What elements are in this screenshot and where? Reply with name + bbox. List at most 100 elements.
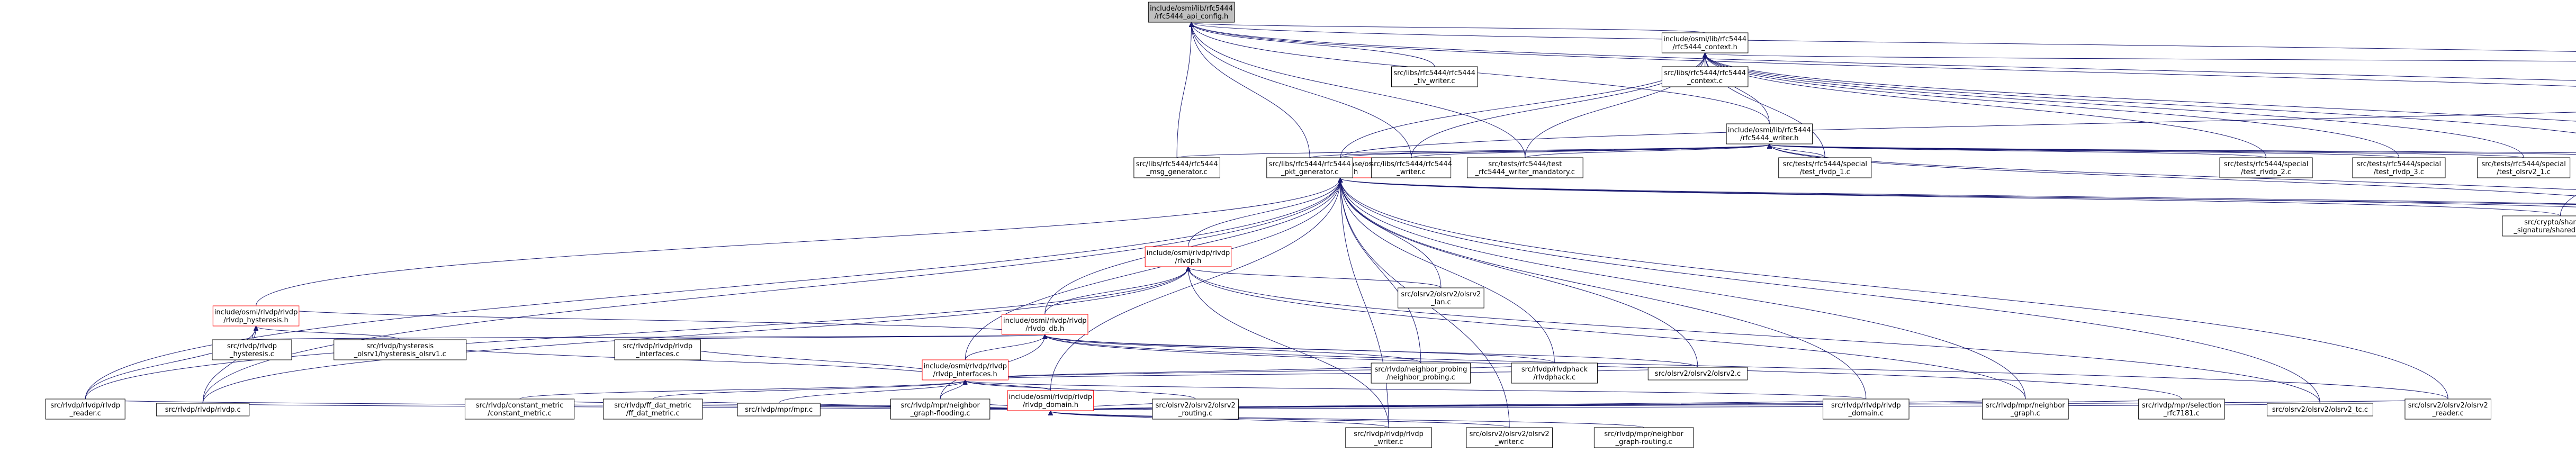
node-label: src/libs/rfc5444/rfc5444 — [1393, 69, 1475, 77]
node-box — [602, 398, 703, 420]
node-label: _reader.c — [69, 410, 101, 418]
node-box — [1152, 398, 1239, 420]
dependency-edge — [1192, 23, 1435, 67]
node-rlvdphack-c[interactable]: src/rlvdp/rlvdphack/rlvdphack.c — [1511, 363, 1598, 384]
node-label: src/libs/rfc5444/rfc5444 — [1370, 160, 1452, 168]
dependency-edge — [965, 363, 1421, 380]
node-label: include/osmi/rlvdp/rlvdp — [1147, 249, 1230, 257]
node-box — [1466, 157, 1583, 178]
node-olsrv2-writer-c[interactable]: src/olsrv2/olsrv2/olsrv2_writer.c — [1466, 427, 1553, 448]
node-label: _tlv_writer.c — [1413, 77, 1455, 85]
node-special-olsrv2-1-c[interactable]: src/tests/rfc5444/special/test_olsrv2_1.… — [2477, 157, 2571, 178]
node-special-rlvdp-1-c[interactable]: src/tests/rfc5444/special/test_rlvdp_1.c — [1778, 157, 1872, 178]
node-special-rlvdp-3-c[interactable]: src/tests/rfc5444/special/test_rlvdp_3.c — [2352, 157, 2446, 178]
node-olsrv2-lan-c[interactable]: src/olsrv2/olsrv2/olsrv2_lan.c — [1398, 287, 1484, 309]
node-label: include/osmi/rlvdp/rlvdp — [1009, 393, 1093, 401]
node-selection-rfc7181-c[interactable]: src/rlvdp/mpr/selection_rfc7181.c — [2138, 398, 2225, 420]
node-box — [2502, 215, 2576, 237]
node-label: src/olsrv2/olsrv2/olsrv2 — [1470, 430, 1550, 438]
node-writer-mandatory-c[interactable]: src/tests/rfc5444/test_rfc5444_writer_ma… — [1466, 157, 1583, 178]
dependency-edge — [85, 267, 1188, 400]
node-box — [1148, 2, 1235, 23]
dependency-edge — [1187, 178, 1340, 247]
node-olsrv2-tc-c[interactable]: src/olsrv2/olsrv2/olsrv2_tc.c — [2266, 403, 2373, 416]
node-label: src/tests/rfc5444/special — [2224, 160, 2308, 168]
dependency-edge — [1050, 178, 1340, 391]
node-rlvdp-hysteresis-h[interactable]: include/osmi/rlvdp/rlvdp/rlvdp_hysteresi… — [212, 305, 300, 327]
dependency-edge — [1705, 53, 2576, 62]
node-label: src/rlvdp/rlvdp/rlvdp — [1354, 430, 1424, 438]
dependency-edge — [1050, 411, 1644, 428]
node-label: src/libs/rfc5444/rfc5444 — [1664, 69, 1746, 77]
node-olsrv2-routing-c[interactable]: src/olsrv2/olsrv2/olsrv2_routing.c — [1152, 398, 1239, 420]
node-rlvdp-interfaces-h[interactable]: include/osmi/rlvdp/rlvdp/rlvdp_interface… — [922, 359, 1008, 380]
node-box — [1823, 398, 1910, 420]
node-rlvdp-writer-c[interactable]: src/rlvdp/rlvdp/rlvdp_writer.c — [1345, 427, 1432, 448]
dependency-edge — [1050, 398, 2448, 411]
node-neighbor-graph-routing-c[interactable]: src/rlvdp/mpr/neighbor_graph-routing.c — [1593, 427, 1694, 448]
node-label: _interfaces.c — [635, 350, 680, 358]
node-label: src/olsrv2/olsrv2/olsrv2 — [1401, 291, 1481, 298]
node-context-h[interactable]: include/osmi/lib/rfc5444/rfc5444_context… — [1661, 32, 1749, 53]
node-ff-dat-metric-c[interactable]: src/rlvdp/ff_dat_metric/ff_dat_metric.c — [602, 398, 703, 420]
node-rlvdp-reader-c[interactable]: src/rlvdp/rlvdp/rlvdp_reader.c — [45, 398, 125, 420]
dependency-edge — [202, 267, 1188, 404]
node-label: _olsrv1/hysteresis_olsrv1.c — [354, 350, 446, 358]
node-box — [156, 403, 250, 416]
node-label: src/rlvdp/rlvdphack — [1521, 366, 1588, 374]
node-box — [1661, 66, 1749, 87]
dependency-edge — [1705, 53, 2524, 158]
node-rlvdp-domain-c[interactable]: src/rlvdp/rlvdp/rlvdp_domain.c — [1823, 398, 1910, 420]
node-box — [464, 398, 575, 420]
node-label: src/libs/rfc5444/rfc5444 — [1269, 160, 1351, 168]
node-rlvdp-h[interactable]: include/osmi/rlvdp/rlvdp/rlvdp.h — [1145, 246, 1232, 267]
node-box — [1002, 314, 1088, 335]
node-neighbor-graph-c[interactable]: src/rlvdp/mpr/neighbor_graph.c — [1982, 398, 2069, 420]
node-label: _hysteresis.c — [229, 350, 274, 358]
node-msg-generator-c[interactable]: src/libs/rfc5444/rfc5444_msg_generator.c — [1133, 157, 1220, 178]
node-label: src/rlvdp/mpr/neighbor — [1604, 430, 1683, 438]
node-olsrv2-c[interactable]: src/olsrv2/olsrv2/olsrv2.c — [1647, 367, 1748, 380]
dependency-edge — [1525, 144, 1770, 158]
node-rlvdp-interfaces-c[interactable]: src/rlvdp/rlvdp/rlvdp_interfaces.c — [614, 339, 701, 360]
node-libs-writer-c[interactable]: src/libs/rfc5444/rfc5444_writer.c — [1370, 157, 1452, 178]
node-rlvdp-hysteresis-c[interactable]: src/rlvdp/rlvdp_hysteresis.c — [212, 339, 292, 360]
node-constant-metric-c[interactable]: src/rlvdp/constant_metric/constant_metri… — [464, 398, 575, 420]
node-olsrv2-reader-c[interactable]: src/olsrv2/olsrv2/olsrv2_reader.c — [2404, 398, 2491, 420]
node-box — [1982, 398, 2069, 420]
node-box — [2477, 157, 2571, 178]
node-label: src/tests/rfc5444/test — [1488, 160, 1562, 168]
node-rlvdp-domain-h[interactable]: include/osmi/rlvdp/rlvdp/rlvdp_domain.h — [1007, 390, 1094, 411]
dependency-edge — [1192, 23, 2576, 81]
dependency-edge — [251, 335, 1045, 340]
dependency-edge — [1192, 23, 1310, 158]
node-label: /rlvdp_domain.h — [1023, 401, 1078, 409]
node-label: src/rlvdp/neighbor_probing — [1374, 366, 1467, 374]
node-neighbor-graph-flooding-c[interactable]: src/rlvdp/mpr/neighbor_graph-flooding.c — [890, 398, 990, 420]
node-label: _rfc7181.c — [2163, 410, 2200, 418]
node-special-rlvdp-2-c[interactable]: src/tests/rfc5444/special/test_rlvdp_2.c — [2219, 157, 2313, 178]
dependency-edge — [1769, 144, 2576, 153]
dependency-edge — [2560, 195, 2576, 216]
node-api-config-h[interactable]: include/osmi/lib/rfc5444/rfc5444_api_con… — [1148, 2, 1235, 23]
node-rlvdp-c[interactable]: src/rlvdp/rlvdp/rlvdp.c — [156, 403, 250, 416]
node-label: _writer.c — [1396, 168, 1426, 176]
dependency-edge — [1769, 144, 2576, 190]
dependency-edge — [1769, 144, 2576, 196]
node-neighbor-probing-c[interactable]: src/rlvdp/neighbor_probing/neighbor_prob… — [1371, 363, 1471, 384]
node-context-c[interactable]: src/libs/rfc5444/rfc5444_context.c — [1661, 66, 1749, 87]
node-tlv-writer-c[interactable]: src/libs/rfc5444/rfc5444_tlv_writer.c — [1391, 66, 1478, 87]
dependency-edge — [1705, 53, 1770, 124]
node-box — [1345, 427, 1432, 448]
node-mpr-c[interactable]: src/rlvdp/mpr/mpr.c — [737, 403, 821, 416]
dependency-edge — [256, 305, 1045, 335]
dependency-edge — [1050, 398, 2182, 411]
dependency-edge — [1705, 53, 2576, 122]
node-label: /test_rlvdp_3.c — [2374, 168, 2424, 176]
node-rlvdp-db-h[interactable]: include/osmi/rlvdp/rlvdp/rlvdp_db.h — [1002, 314, 1088, 335]
node-pkt-generator-c[interactable]: src/libs/rfc5444/rfc5444_pkt_generator.c — [1266, 157, 1353, 178]
node-hysteresis-olsrv1-c[interactable]: src/rlvdp/hysteresis_olsrv1/hysteresis_o… — [334, 339, 467, 360]
node-sharedkey-sig-c[interactable]: src/crypto/sharedkey_signature/sharedkey… — [2502, 215, 2576, 237]
node-writer-h[interactable]: include/osmi/lib/rfc5444/rfc5444_writer.… — [1726, 123, 1813, 144]
